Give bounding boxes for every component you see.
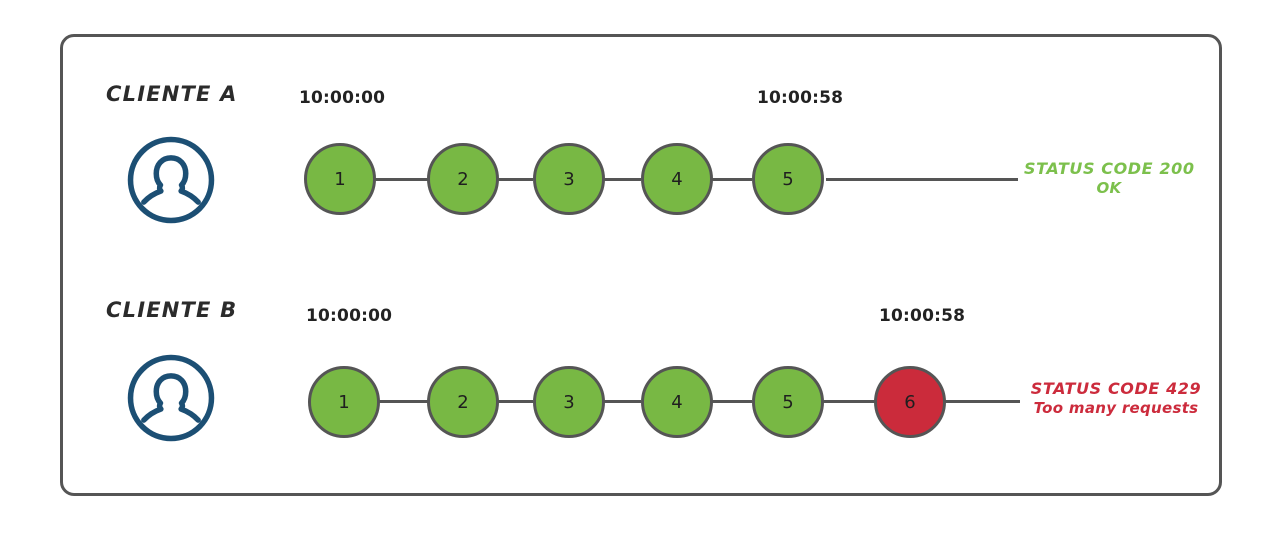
request-node[interactable]: 4 (641, 366, 713, 438)
request-node[interactable]: 1 (308, 366, 380, 438)
status-code-line: STATUS CODE 200 (1024, 159, 1195, 178)
tail-a-response (826, 178, 1018, 181)
request-node[interactable]: 5 (752, 366, 824, 438)
connector-a-1-2 (372, 178, 431, 181)
status-badge-client-a: STATUS CODE 200 OK (1024, 159, 1194, 198)
tail-b-response (944, 400, 1020, 403)
request-node[interactable]: 5 (752, 143, 824, 215)
connector-a-3-4 (587, 178, 641, 181)
connector-b-1-2 (376, 400, 431, 403)
request-node[interactable]: 4 (641, 143, 713, 215)
connector-b-2-3 (481, 400, 533, 403)
connector-b-3-4 (587, 400, 641, 403)
request-node[interactable]: 6 (874, 366, 946, 438)
diagram-frame (60, 34, 1222, 496)
client-a-start-time: 10:00:00 (299, 88, 386, 108)
client-a-end-time: 10:00:58 (757, 88, 844, 108)
status-code-line: STATUS CODE 429 (1030, 379, 1202, 398)
user-avatar-icon (125, 352, 217, 444)
connector-b-4-5 (695, 400, 752, 403)
request-node[interactable]: 2 (427, 143, 499, 215)
status-detail-line: Too many requests (1033, 399, 1199, 417)
connector-a-4-5 (695, 178, 752, 181)
request-node[interactable]: 3 (533, 366, 605, 438)
status-detail-line: OK (1096, 179, 1122, 197)
request-node[interactable]: 1 (304, 143, 376, 215)
client-b-end-time: 10:00:58 (879, 306, 966, 326)
client-a-label: CLIENTE A (106, 82, 238, 106)
connector-a-2-3 (481, 178, 533, 181)
user-avatar-icon (125, 134, 217, 226)
request-node[interactable]: 3 (533, 143, 605, 215)
status-badge-client-b: STATUS CODE 429 Too many requests (1026, 379, 1206, 418)
client-b-start-time: 10:00:00 (306, 306, 393, 326)
connector-b-5-6 (806, 400, 878, 403)
client-b-label: CLIENTE B (106, 298, 238, 322)
request-node[interactable]: 2 (427, 366, 499, 438)
